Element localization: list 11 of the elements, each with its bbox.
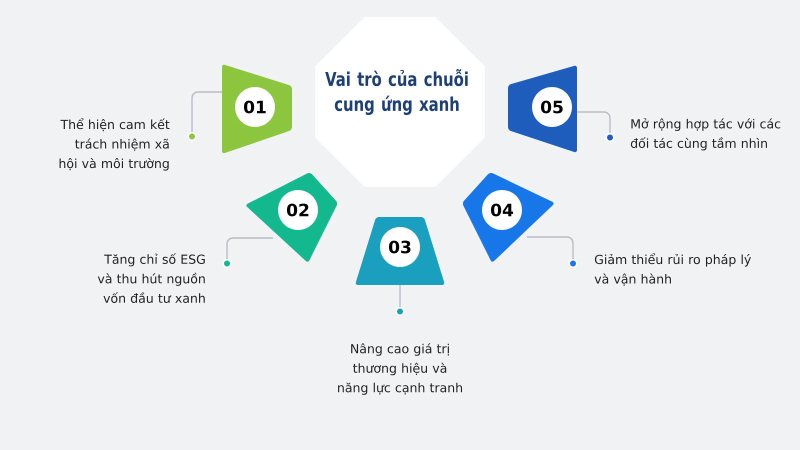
description-text: Tăng chỉ số ESG và thu hút nguồn vốn đầu tư xanh <box>98 253 205 303</box>
leader-line <box>188 91 222 141</box>
description-text: Mở rộng hợp tác với các đối tác cùng tầm nhìn <box>630 118 780 150</box>
leader-line <box>577 111 614 142</box>
leader-line <box>396 285 404 316</box>
octagon-title: Vai trò của chuỗi cung ứng xanh <box>315 17 485 187</box>
description-text: Thể hiện cam kết trách nhiệm xã hội và môi trường <box>60 118 170 171</box>
leader-line <box>527 236 578 268</box>
description-text: Giảm thiểu rủi ro pháp lý và vận hành <box>594 253 751 286</box>
description-text: Nâng cao giá trị thương hiệu và năng lực cạnh tranh <box>338 343 462 395</box>
leader-line <box>222 237 273 268</box>
